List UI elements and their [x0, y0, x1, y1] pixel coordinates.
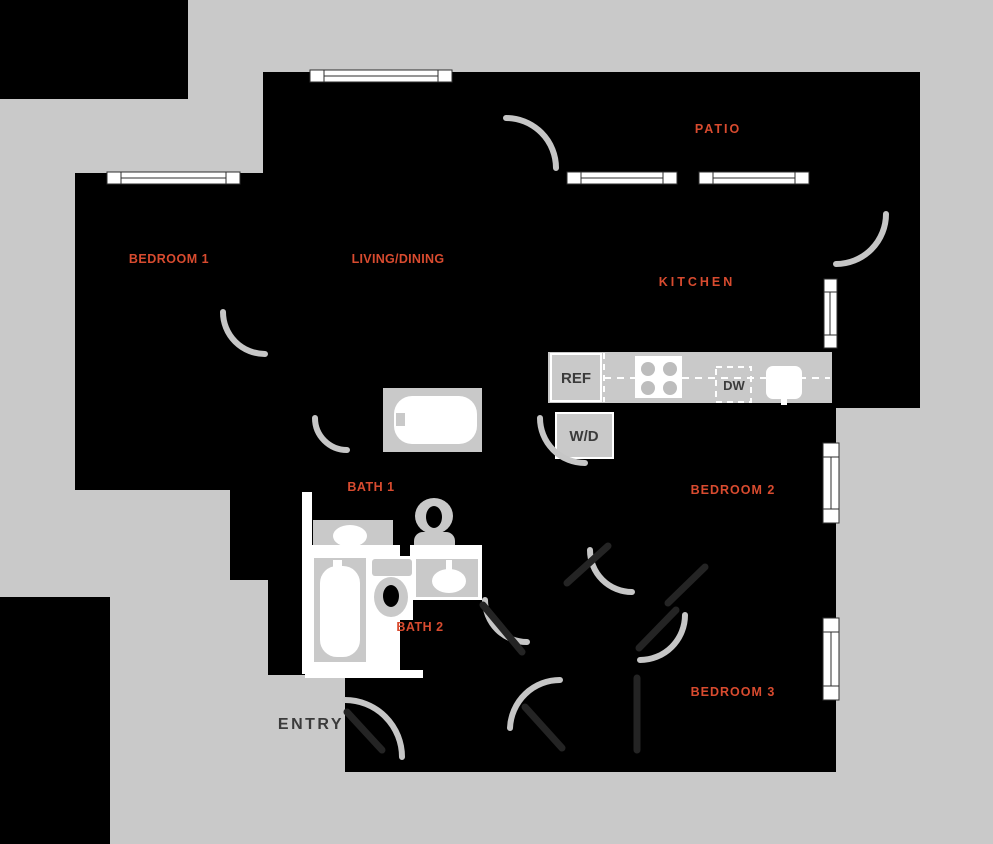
room-label-bath-1: BATH 1 — [347, 480, 394, 494]
adjacent-unit-bottom-left — [0, 597, 110, 844]
refrigerator: REF — [550, 353, 602, 402]
window-icon — [309, 69, 453, 83]
room-label-living-dining: LIVING/DINING — [352, 252, 445, 266]
room-label-bath-2: BATH 2 — [396, 620, 443, 634]
window-icon — [698, 171, 810, 185]
vanity-sink-icon — [416, 559, 478, 597]
room-label-bedroom-1: BEDROOM 1 — [129, 252, 209, 266]
unit-footprint — [75, 72, 920, 772]
door-swing-icon — [220, 115, 889, 760]
window-icon — [823, 278, 838, 349]
window-icon — [822, 442, 840, 524]
dishwasher-label: DW — [723, 378, 745, 393]
door-leaf — [343, 542, 709, 754]
room-label-kitchen: KITCHEN — [659, 275, 736, 289]
dishwasher: DW — [715, 366, 752, 403]
entry-label: ENTRY — [278, 716, 344, 733]
washer-dryer-label: W/D — [569, 428, 598, 445]
window-icon — [106, 171, 241, 185]
refrigerator-label: REF — [561, 370, 591, 387]
room-label-bedroom-2: BEDROOM 2 — [691, 483, 776, 497]
room-label-bedroom-3: BEDROOM 3 — [691, 685, 776, 699]
window-icon — [822, 617, 840, 701]
washer-dryer: W/D — [555, 412, 614, 459]
toilet-icon — [372, 559, 412, 617]
stove-icon — [635, 356, 682, 398]
bathtub-icon — [314, 558, 366, 662]
kitchen-sink-icon — [766, 366, 802, 405]
bathtub-icon — [383, 388, 482, 452]
adjacent-unit-top-left — [0, 0, 188, 99]
window-icon — [566, 171, 678, 185]
room-label-patio: PATIO — [695, 122, 741, 136]
